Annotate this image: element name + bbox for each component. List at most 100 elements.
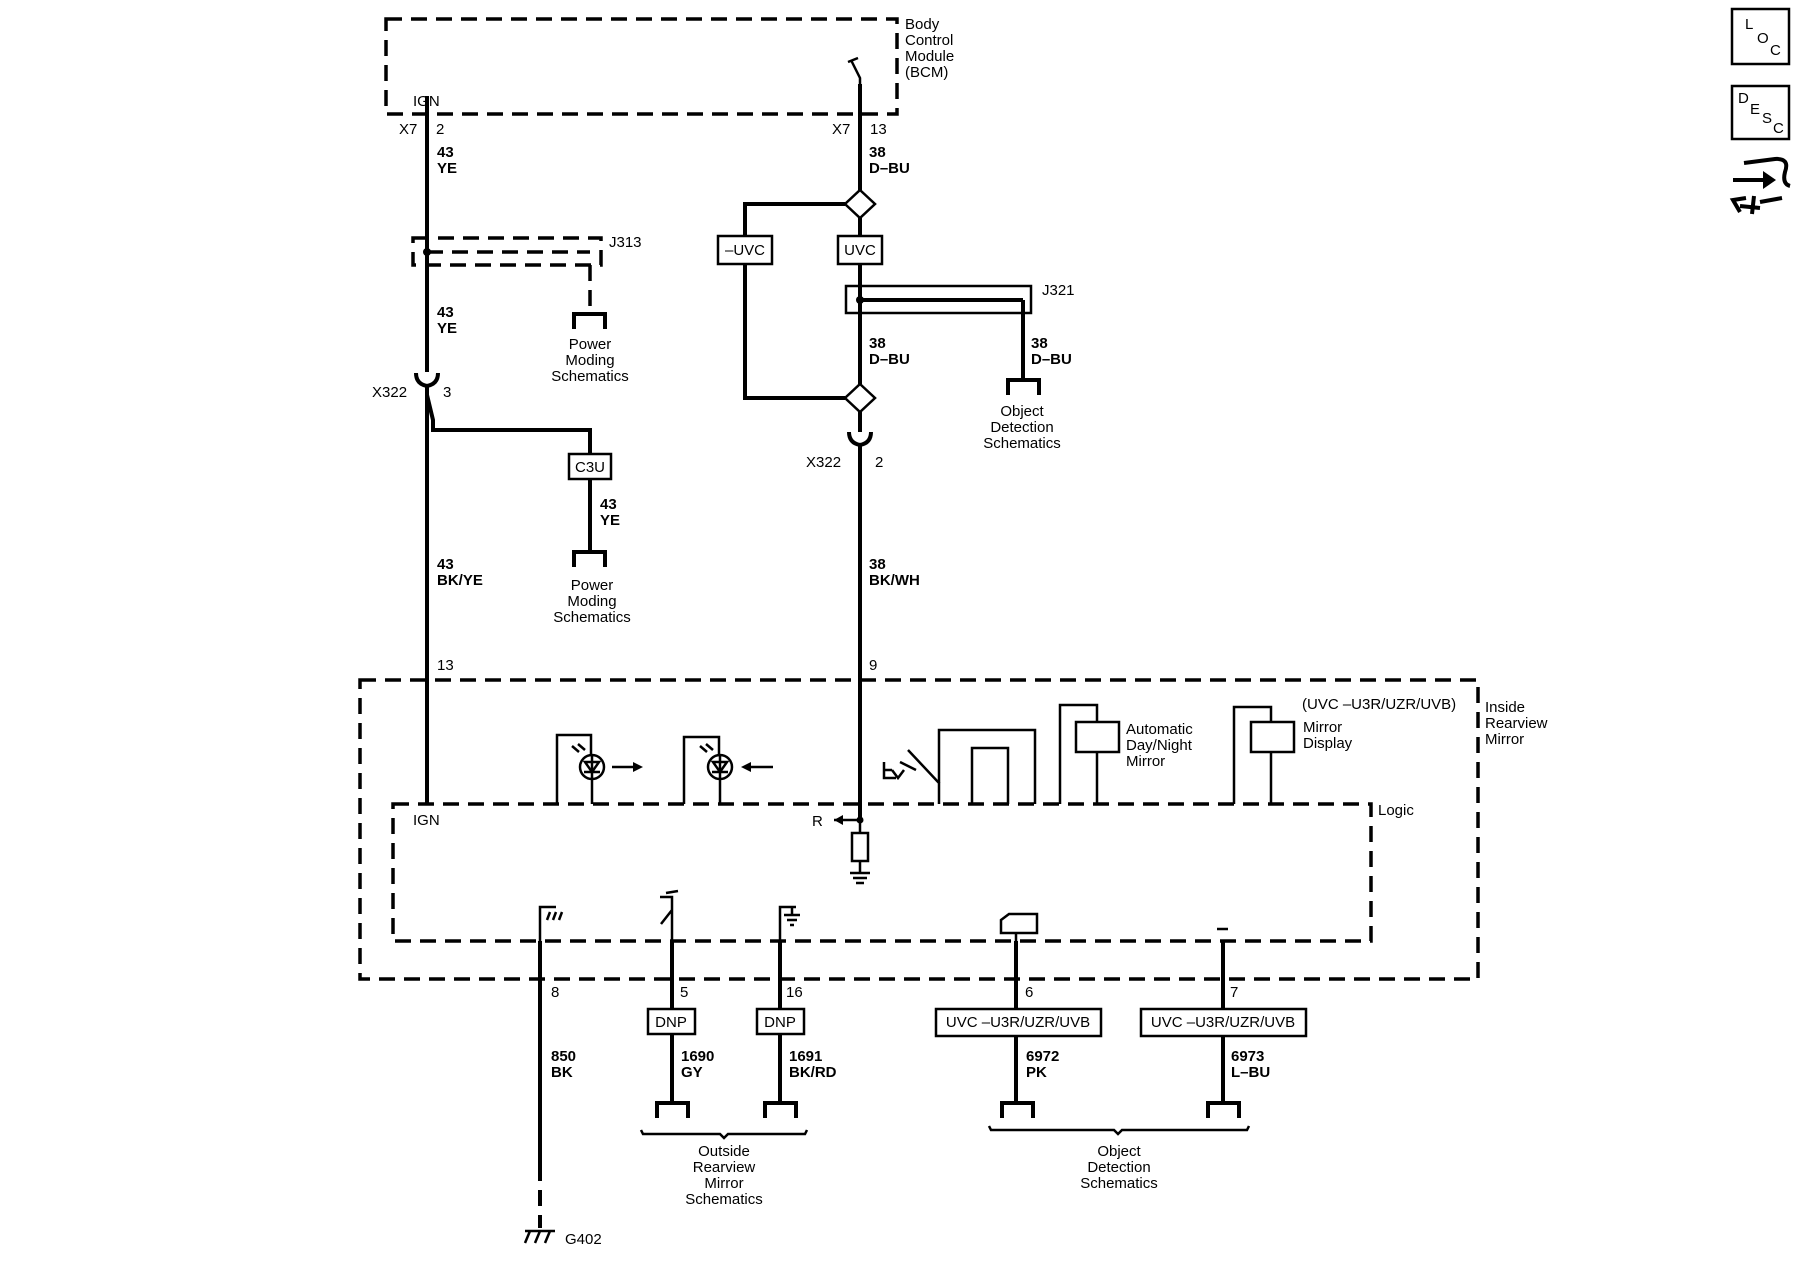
power-moding-label: Moding [567,593,616,610]
wire-label: 38 [869,556,886,573]
location-icon [1730,7,1791,66]
reverse-switch-icon [882,728,1037,804]
brace [987,1125,1251,1136]
splice-j321-label: J321 [1042,282,1075,299]
object-detection-label: Object [1000,403,1044,420]
option-diamond-bottom [843,382,877,414]
wire-label: 38 [869,144,886,161]
light-sensor-emit-icon [555,733,643,804]
wire-label: BK [551,1064,573,1081]
option-no-uvc-label: –UVC [725,242,765,259]
svg-text:E: E [1750,101,1760,118]
splice-j321 [844,284,1033,315]
logic-r-label: R [812,813,823,830]
pin-8: 8 [551,984,559,1001]
power-moding-label: Schematics [553,609,631,626]
mirror-display-label: Display [1303,735,1353,752]
dnp-box [646,1007,697,1036]
wire-label: PK [1026,1064,1047,1081]
object-detection-label: Detection [1087,1159,1150,1176]
mirror-title-line: Inside [1485,699,1525,716]
object-detection-label: Object [1097,1143,1141,1160]
svg-text:S: S [1762,110,1772,127]
outside-mirror-label: Outside [698,1143,750,1160]
sensor-icon [999,912,1039,941]
logic-module [391,802,1373,943]
option-c3u-label: C3U [575,459,605,476]
power-moding-label: Power [569,336,612,353]
outside-mirror-label: Rearview [693,1159,756,1176]
bcm-pin-right: 13 [870,121,887,138]
wire-label: 43 [437,556,454,573]
auto-dim-label: Day/Night [1126,737,1193,754]
loc-button[interactable]: L O C [1730,7,1791,66]
connector-x322-pin: 2 [875,454,883,471]
desc-button[interactable]: D E S C [1730,84,1791,141]
uvc-option-label: UVC –U3R/UZR/UVB [1151,1014,1295,1031]
ground-g402-icon [523,1229,555,1244]
bcm-switch-symbol [847,56,862,84]
wire-label: 38 [869,335,886,352]
option-diamond-top [843,188,877,220]
power-moding-label: Power [571,577,614,594]
connector-x322-pin: 3 [443,384,451,401]
bcm-module: Body Control Module (BCM) IGN X7 2 X7 13 [384,16,954,138]
wire-no-uvc-path [743,202,845,236]
dnp-label: DNP [655,1014,687,1031]
connector-stub [1006,378,1041,395]
wire-c3u-branch [425,394,592,454]
power-moding-label: Moding [565,352,614,369]
connector-stub [572,550,607,567]
wire-label: 38 [1031,335,1048,352]
connector-x322-label: X322 [806,454,841,471]
wire-label: BK/RD [789,1064,837,1081]
wire-label: D–BU [1031,351,1072,368]
ground-g402-label: G402 [565,1231,602,1248]
outside-mirror-label: Mirror [704,1175,743,1192]
uvc-option-box [934,1007,1103,1038]
bcm-title-line: Control [905,32,953,49]
splice-dot [423,248,431,256]
connector-view-button[interactable] [1729,156,1791,215]
left-circuit: 43 YE J313 Power Moding Schematics 43 YE… [372,96,642,805]
wire-label: YE [600,512,620,529]
connector-stub [1000,1101,1035,1118]
wire-label: 43 [437,304,454,321]
splice-j313-label: J313 [609,234,642,251]
connector-x322-label: X322 [372,384,407,401]
svg-text:C: C [1773,120,1784,137]
ground-icon [778,905,800,941]
wire-label: YE [437,160,457,177]
object-detection-label: Schematics [983,435,1061,452]
brace [639,1129,809,1140]
wire-label: L–BU [1231,1064,1270,1081]
bcm-title-line: (BCM) [905,64,948,81]
wire-label: 6972 [1026,1048,1059,1065]
auto-dim-label: Mirror [1126,753,1165,770]
connector-stub [763,1101,798,1118]
uvc-option-label: UVC –U3R/UZR/UVB [946,1014,1090,1031]
pin-5: 5 [680,984,688,1001]
wire-label: 1691 [789,1048,822,1065]
dnp-label: DNP [764,1014,796,1031]
auto-dim-label: Automatic [1126,721,1193,738]
connector-stub [655,1101,690,1118]
svg-text:D: D [1738,90,1749,107]
auto-dim-relay-icon: Automatic Day/Night Mirror [1058,703,1193,804]
wire-label: D–BU [869,351,910,368]
mirror-pin-13: 13 [437,657,454,674]
bcm-pin-left: 2 [436,121,444,138]
wire-label: BK/YE [437,572,483,589]
bottom-circuits: 8 850 BK G402 5 DNP 1690 GY 16 DNP 1691 … [523,941,1308,1248]
mirror-title-line: Mirror [1485,731,1524,748]
wire-label: D–BU [869,160,910,177]
outside-mirror-label: Schematics [685,1191,763,1208]
option-uvc-label: UVC [844,242,876,259]
object-detection-label: Detection [990,419,1053,436]
logic-ign-label: IGN [413,812,440,829]
description-icon [1730,84,1791,141]
bcm-connector-left: X7 [399,121,417,138]
connector-x322-female [847,431,873,448]
mirror-display-icon: Mirror Display [1232,705,1353,804]
